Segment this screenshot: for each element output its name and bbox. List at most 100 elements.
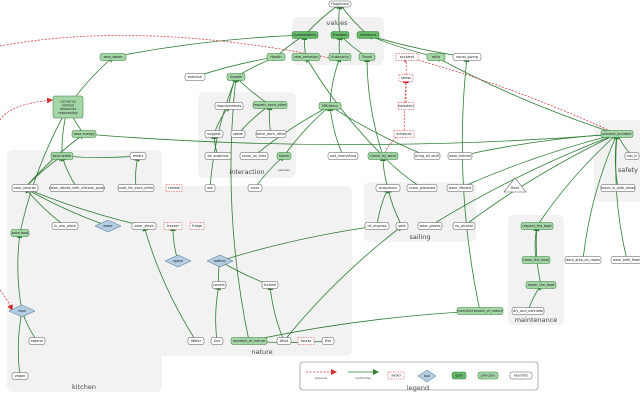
node-label: improvements — [217, 104, 242, 108]
node-wear-lifevest[interactable]: wear_lifevest — [446, 184, 474, 192]
node-panels[interactable]: panels — [211, 281, 227, 289]
node-label: social_giving — [456, 55, 478, 59]
node-wind[interactable]: Wind — [276, 337, 292, 345]
node-travel[interactable]: Travel — [358, 53, 376, 61]
node-sun[interactable]: Sun — [210, 337, 224, 345]
node-freedom[interactable]: Freedom — [330, 31, 350, 39]
node-meals[interactable]: meals — [129, 152, 147, 160]
node-come-on-time[interactable]: come_on_time — [239, 152, 269, 160]
node-label: clip_in — [627, 154, 638, 158]
node-no-alcohol[interactable]: no_alcohol — [452, 222, 476, 230]
node-improvements[interactable]: improvements — [214, 102, 244, 110]
node-speak[interactable]: speak — [230, 130, 246, 138]
node-dry-and-ventilate[interactable]: dry_and_ventilate — [511, 307, 545, 315]
node-clip-in[interactable]: clip_in — [624, 152, 640, 160]
node-respect-each-other[interactable]: respect_each_other — [252, 101, 288, 109]
node-stress[interactable]: stress — [398, 74, 414, 82]
node-box — [117, 184, 155, 192]
node-vegan[interactable]: vegan — [11, 372, 29, 380]
legend-goal: goal — [451, 371, 467, 380]
node-cook-smarter[interactable]: cook_smarter — [11, 184, 39, 192]
cluster-label-kitchen: kitchen — [72, 383, 96, 391]
node-water[interactable]: Water — [187, 337, 205, 345]
edge-bring_all_stuff-to-efficiency — [329, 105, 428, 157]
node-box — [321, 337, 335, 345]
node-wonders-of-nature[interactable]: wonders_of_nature — [230, 337, 268, 345]
node-bring-all-stuff[interactable]: bring_all_stuff — [413, 152, 441, 160]
node-health[interactable]: Health — [266, 53, 286, 61]
node-schedule[interactable]: schedule — [393, 130, 415, 138]
node-label: cook_for_each_other — [119, 186, 155, 190]
node-skills[interactable]: skills — [426, 53, 446, 61]
node-rules[interactable]: rules — [247, 184, 263, 192]
node-propulsion[interactable]: propulsion — [375, 184, 401, 192]
tool-battery[interactable]: battery — [206, 254, 234, 268]
node-clean-the-boat[interactable]: clean_the_boat — [521, 256, 551, 264]
node-label: oil_engines — [368, 224, 387, 228]
node-in-one-place[interactable]: in_one_place — [51, 222, 79, 230]
node-solar-stove[interactable]: solar_stove — [131, 222, 157, 230]
node-oil-engines[interactable]: oil_engines — [364, 222, 390, 230]
node-label: wonders_of_nature — [233, 339, 265, 343]
node-zero-waste[interactable]: zero_waste — [99, 53, 127, 61]
node-wear-gloves[interactable]: wear_gloves — [417, 222, 443, 230]
node-dont-step-on-ropes[interactable]: dont_step_on_ropes — [564, 256, 602, 264]
node-merciful[interactable]: merciful/respect_of_nature — [456, 307, 504, 315]
edge-travel_by_wind-to-zero_emission — [305, 56, 384, 157]
node-label: meals — [133, 154, 143, 158]
tool-food[interactable]: food — [8, 304, 36, 318]
node-wear-safe-floats[interactable]: wear_safe_floats — [610, 256, 640, 264]
node-turbine[interactable]: turbine — [261, 281, 279, 289]
node-sustainability[interactable]: Sustainability — [291, 31, 319, 39]
node-resilience[interactable]: resilience — [356, 31, 380, 39]
node-wear-helmet[interactable]: wear_helmet — [447, 152, 473, 160]
node-boat[interactable]: Boat — [503, 177, 527, 193]
node-sort-everything[interactable]: sort_everything — [327, 152, 359, 160]
node-travel-by-wind[interactable]: travel_by_wind — [367, 152, 399, 160]
node-save-food[interactable]: save food — [10, 229, 30, 237]
edge-vegan-to-food — [17, 310, 25, 377]
tool-space[interactable]: space — [164, 254, 192, 268]
node-label: be_sceptical — [208, 154, 229, 158]
node-come-prepared[interactable]: come_prepared — [406, 184, 438, 192]
node-ask[interactable]: ask — [204, 184, 216, 192]
tool-water-tank[interactable]: water — [94, 219, 122, 233]
node-cook-for-each-other[interactable]: cook_for_each_other — [117, 184, 155, 192]
node-fridge[interactable]: fridge — [189, 222, 205, 230]
node-move-in-safe-areas[interactable]: move_in_safe_areas — [600, 184, 635, 192]
node-label: boredom — [398, 104, 414, 108]
node-save-energy[interactable]: save energy — [71, 130, 97, 138]
node-sails[interactable]: sails — [395, 222, 409, 230]
node-clean-dishes[interactable]: clean_dishes_with_silicone_spper — [49, 184, 106, 192]
node-box — [204, 184, 216, 192]
node-happiness[interactable]: Happiness — [328, 0, 352, 8]
node-growth[interactable]: Growth — [226, 73, 246, 81]
node-fish[interactable]: Fish — [321, 337, 335, 345]
node-be-sceptical[interactable]: be_sceptical — [204, 152, 232, 160]
node-box — [398, 74, 414, 82]
node-prevent-accident[interactable]: prevent_accident — [600, 130, 634, 138]
node-zero-emission[interactable]: zero_emission — [291, 53, 321, 61]
node-boredom[interactable]: boredom — [397, 102, 414, 110]
node-fossils[interactable]: fossils — [297, 337, 315, 345]
node-cheese[interactable]: cheese — [165, 184, 183, 192]
node-autonomy[interactable]: Autonomy — [328, 53, 352, 61]
node-save-water[interactable]: save water — [50, 152, 74, 160]
node-box — [204, 130, 224, 138]
node-organic[interactable]: organic — [28, 337, 46, 345]
node-freezer[interactable]: freezer — [163, 222, 183, 230]
node-exercise[interactable]: exercise — [184, 73, 206, 81]
node-respect-the-boat[interactable]: respect_the_boat — [520, 222, 554, 230]
node-follow[interactable]: follow — [276, 152, 292, 160]
node-social-giving[interactable]: social_giving — [452, 53, 482, 61]
node-box — [291, 31, 319, 39]
node-accident[interactable]: accident — [395, 53, 419, 61]
node-repair-the-boat[interactable]: repair_the_boat — [525, 281, 557, 289]
node-box — [187, 337, 205, 345]
node-efficiency[interactable]: Efficiency — [318, 102, 342, 110]
node-suggest[interactable]: suggest — [204, 130, 224, 138]
node-label: conserve — [60, 100, 75, 104]
node-solve-each-other[interactable]: solve_each_other — [255, 130, 286, 138]
edge-efficiency-to-autonomy — [329, 56, 342, 107]
